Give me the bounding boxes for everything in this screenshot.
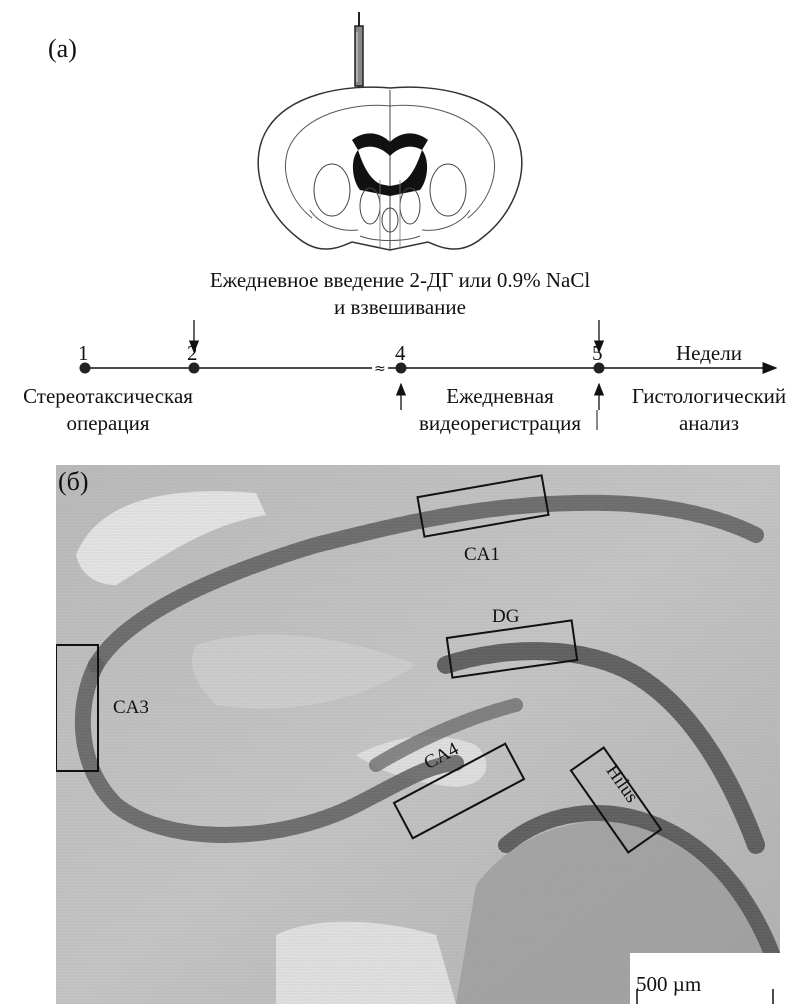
brain-section-diagram xyxy=(240,10,540,270)
label-ca1: CA1 xyxy=(464,544,500,565)
tick-2: 2 xyxy=(187,341,198,366)
hippocampus-micrograph: CA1 DG CA3 CA4 Hilus xyxy=(56,465,780,1004)
tick-1: 1 xyxy=(78,341,89,366)
label-stereotaxic-line1: Стереотаксическая xyxy=(0,383,216,409)
tick-4: 4 xyxy=(395,341,406,366)
injection-caption-line2: и взвешивание xyxy=(120,294,680,320)
label-histology-line1: Гистологический xyxy=(616,383,802,409)
scale-bar-label: 500 µm xyxy=(636,972,701,997)
label-stereotaxic-line2: операция xyxy=(0,410,216,436)
tick-5: 5 xyxy=(592,341,603,366)
panel-b-label: (б) xyxy=(58,467,89,497)
panel-a-label: (а) xyxy=(48,34,77,64)
label-video-line1: Ежедневная xyxy=(410,383,590,409)
label-ca3: CA3 xyxy=(113,697,149,718)
axis-label-weeks: Недели xyxy=(676,341,742,366)
injection-caption-line1: Ежедневное введение 2-ДГ или 0.9% NaCl xyxy=(120,267,680,293)
panel-a: (а) Ежедневное введение 2-ДГ ил xyxy=(0,0,802,430)
axis-break-icon: ≈ xyxy=(374,361,386,377)
label-dg: DG xyxy=(492,606,520,627)
label-video-line2: видеорегистрация xyxy=(398,410,602,436)
label-histology-line2: анализ xyxy=(616,410,802,436)
